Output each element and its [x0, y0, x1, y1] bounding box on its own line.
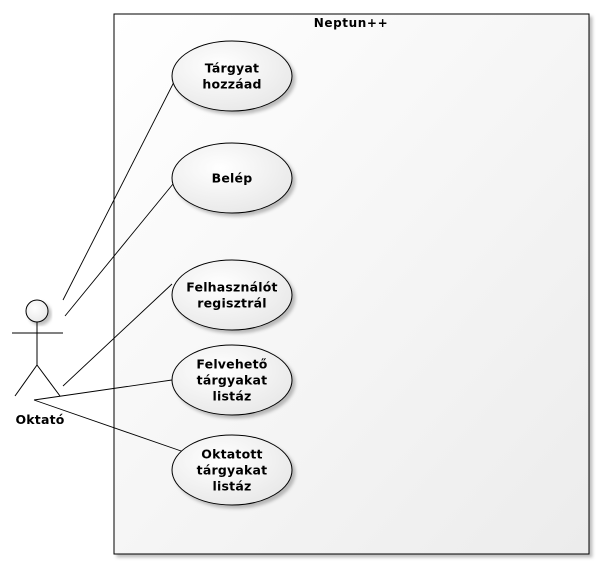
use-case-label: tárgyakat: [197, 463, 268, 478]
use-case-label: regisztrál: [197, 296, 266, 311]
actor-name: Oktató: [15, 412, 64, 427]
actor[interactable]: [12, 299, 63, 397]
use-case-label: Felhasználót: [186, 280, 277, 295]
use-case-label: tárgyakat: [197, 373, 268, 388]
use-case-ellipse: [171, 40, 293, 112]
use-case-ellipse: [171, 259, 293, 331]
association-line: [33, 379, 173, 401]
association-line: [33, 399, 185, 453]
use-case-label: Felvehető: [196, 357, 267, 372]
use-case-ellipse: [171, 434, 293, 506]
actor-head: [25, 299, 49, 323]
use-case-label: Oktatott: [201, 447, 262, 462]
use-case-label: Tárgyat: [205, 61, 259, 76]
association-line: [62, 283, 173, 387]
use-cases: TárgyathozzáadBelépFelhasználótregisztrá…: [171, 40, 293, 506]
system-title: Neptun++: [314, 16, 389, 30]
use-case-ellipse: [171, 344, 293, 416]
actor-left-leg: [14, 364, 38, 397]
association-line: [64, 183, 174, 317]
use-case-label: hozzáad: [202, 77, 261, 92]
use-case-2[interactable]: Belép: [171, 142, 293, 214]
use-case-label: listáz: [213, 389, 252, 404]
actor-right-leg: [36, 364, 61, 397]
association-line: [62, 79, 176, 301]
use-case-label: Belép: [212, 171, 253, 186]
use-case-ellipse: [171, 142, 293, 214]
associations: [33, 79, 185, 453]
use-case-label: listáz: [213, 479, 252, 494]
